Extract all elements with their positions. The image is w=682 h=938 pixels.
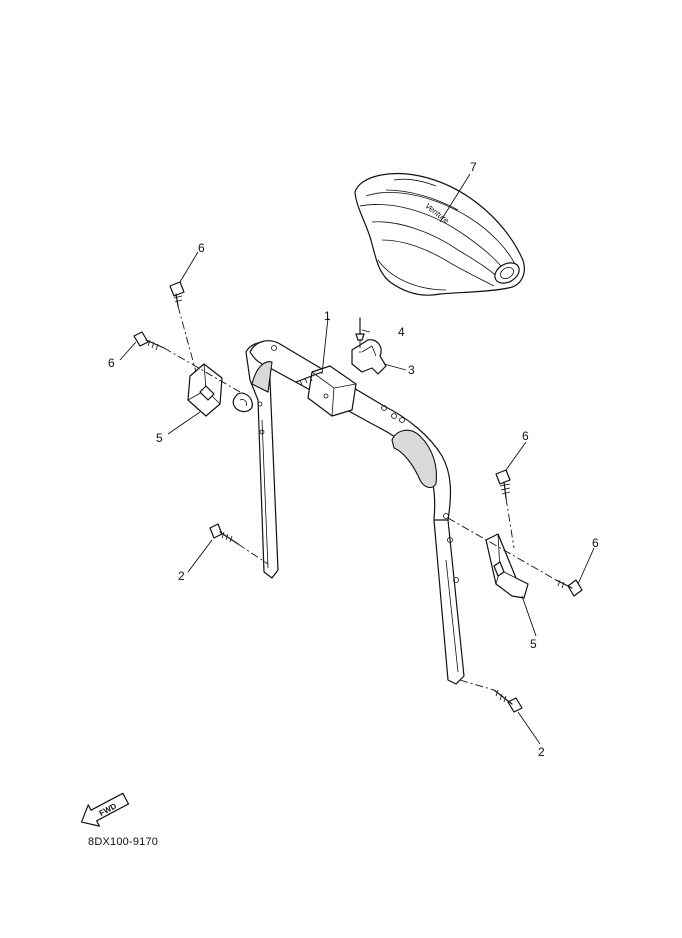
callout-6-top-left: 6 bbox=[198, 241, 205, 255]
callout-2-right: 2 bbox=[538, 745, 545, 759]
bracket-left bbox=[187, 363, 223, 417]
clip-bracket bbox=[351, 339, 387, 375]
bracket-right bbox=[485, 533, 529, 599]
handle-frame bbox=[232, 340, 465, 685]
leader-lines bbox=[119, 173, 595, 745]
axis-line bbox=[237, 543, 269, 565]
axis-line bbox=[505, 497, 515, 549]
callout-6-top-right: 6 bbox=[522, 429, 529, 443]
part-code: 8DX100-9170 bbox=[88, 836, 159, 848]
bolt-2-left bbox=[209, 523, 239, 545]
axis-line bbox=[163, 347, 241, 393]
bolt-2-right bbox=[493, 689, 523, 713]
callout-7: 7 bbox=[470, 160, 477, 174]
fwd-arrow-icon: FWD bbox=[80, 792, 130, 827]
callout-5-right: 5 bbox=[530, 637, 537, 651]
axis-line bbox=[459, 679, 495, 691]
bolt-6-right bbox=[555, 579, 583, 597]
callout-2-left: 2 bbox=[178, 569, 185, 583]
callout-5-left: 5 bbox=[156, 431, 163, 445]
callout-3: 3 bbox=[408, 363, 415, 377]
seat-cushion: Venture bbox=[354, 172, 525, 296]
callout-4: 4 bbox=[398, 325, 405, 339]
bolt-6-top-right bbox=[495, 469, 511, 499]
axis-line bbox=[177, 305, 197, 373]
callout-6-right: 6 bbox=[592, 536, 599, 550]
callout-6-mid-left: 6 bbox=[108, 356, 115, 370]
bolt-6-top-left bbox=[169, 281, 185, 307]
callout-1: 1 bbox=[324, 309, 331, 323]
bolt-6-mid-left bbox=[133, 331, 165, 351]
pin bbox=[355, 317, 365, 341]
axis-line bbox=[447, 517, 557, 581]
